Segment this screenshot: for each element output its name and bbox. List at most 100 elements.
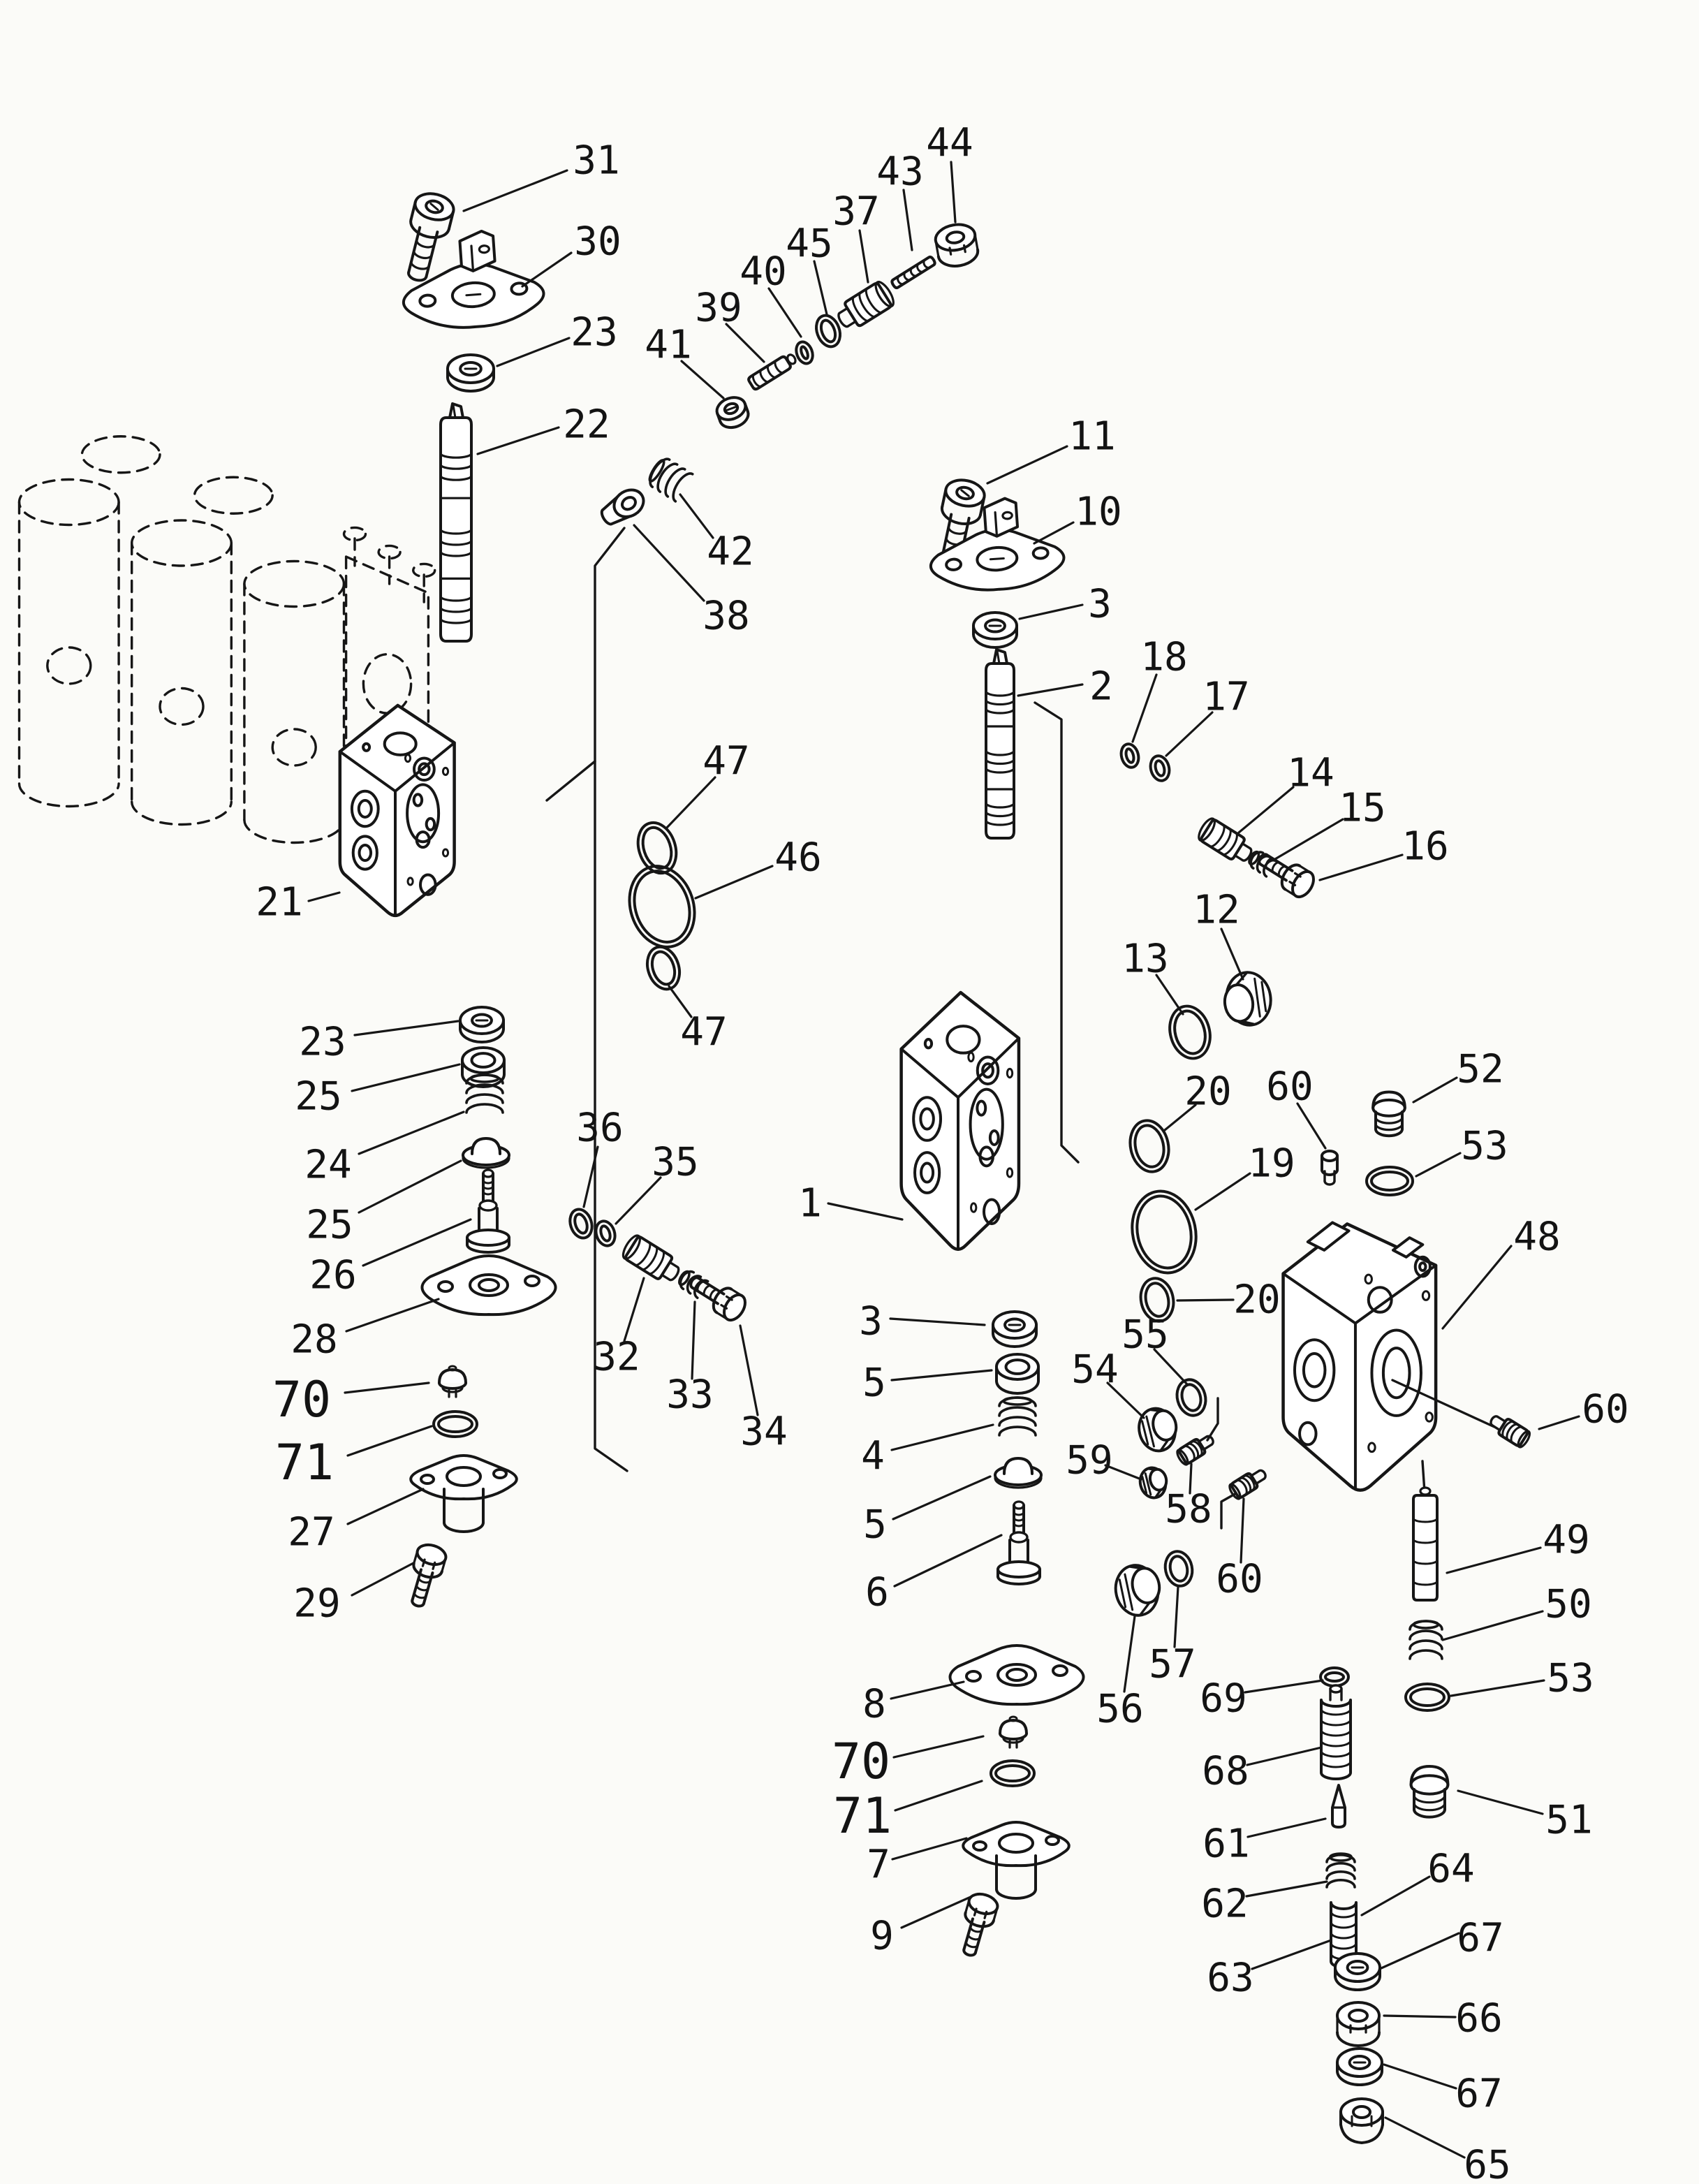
part-washer-23b <box>459 1006 505 1043</box>
leader-45-7 <box>813 260 828 316</box>
layer-callouts: 3130232244433745403941423847464721232524… <box>256 121 1628 2184</box>
callout-label-71: 71 <box>275 1434 334 1491</box>
leader-2-35 <box>1017 683 1084 697</box>
leader-8-80 <box>890 1680 965 1700</box>
part-plug-12 <box>1223 971 1272 1027</box>
part-plug-59 <box>1138 1466 1168 1500</box>
layer-parts <box>402 192 1531 2144</box>
callout-label-67: 67 <box>1457 1916 1503 1961</box>
part-spring-62 <box>1325 1852 1356 1889</box>
callout-label-56: 56 <box>1096 1687 1143 1732</box>
callout-label-67: 67 <box>1455 2072 1502 2117</box>
callout-label-15: 15 <box>1339 786 1385 831</box>
leader-61-65 <box>1246 1817 1327 1838</box>
callout-label-25: 25 <box>306 1203 353 1248</box>
leader-60-58 <box>1538 1415 1580 1430</box>
leader-32-29 <box>623 1277 645 1342</box>
leader-60-55 <box>1240 1497 1245 1564</box>
callout-label-33: 33 <box>666 1372 713 1418</box>
assembly-line-6 <box>1206 1397 1219 1442</box>
leader-50-60 <box>1441 1610 1544 1641</box>
layer-assembly-lines <box>545 527 1496 1530</box>
part-fitting-14 <box>1198 817 1253 862</box>
leader-57-56 <box>1173 1585 1179 1648</box>
callout-label-23: 23 <box>299 1020 346 1065</box>
leader-9-82 <box>900 1896 972 1929</box>
part-stud-43 <box>890 256 936 289</box>
callout-label-23: 23 <box>571 310 617 356</box>
callout-label-5: 5 <box>862 1361 886 1406</box>
part-bolt-9 <box>962 1892 999 1957</box>
leader-63-67 <box>1251 1939 1332 1970</box>
part-washer-67a <box>1334 1952 1381 1991</box>
callout-label-2: 2 <box>1089 664 1113 710</box>
leader-42-11 <box>679 493 714 539</box>
leader-36-27 <box>582 1145 599 1208</box>
part-bolt-16 <box>1258 853 1315 899</box>
part-oring-20b <box>1139 1277 1175 1323</box>
leader-26-21 <box>362 1218 472 1267</box>
callout-label-42: 42 <box>707 529 753 575</box>
callout-label-24: 24 <box>304 1143 351 1188</box>
part-washer-41 <box>715 396 750 430</box>
callout-label-53: 53 <box>1547 1656 1594 1701</box>
leader-35-28 <box>615 1176 662 1225</box>
callout-label-70: 70 <box>832 1733 890 1790</box>
callout-label-10: 10 <box>1075 490 1121 535</box>
leader-46-14 <box>694 865 774 900</box>
part-nut-44 <box>934 223 980 267</box>
leader-6-79 <box>893 1534 1003 1588</box>
leader-55-51 <box>1153 1348 1189 1386</box>
callout-label-41: 41 <box>645 323 691 368</box>
leader-65-72 <box>1384 2116 1466 2159</box>
part-flange-28 <box>420 1254 557 1317</box>
callout-label-5: 5 <box>863 1502 887 1548</box>
callout-label-14: 14 <box>1287 751 1334 796</box>
part-spring-4 <box>998 1396 1037 1437</box>
callout-label-36: 36 <box>576 1106 623 1151</box>
part-cup-5a <box>995 1353 1040 1395</box>
part-washer-23a <box>446 353 495 393</box>
leader-58-54 <box>1189 1463 1193 1495</box>
callout-label-60: 60 <box>1266 1064 1313 1110</box>
part-poppet-70a <box>438 1365 467 1398</box>
leader-66-70 <box>1383 2014 1457 2018</box>
callout-label-63: 63 <box>1207 1956 1253 2001</box>
leader-21-16 <box>307 891 341 902</box>
leader-53-61 <box>1450 1679 1545 1697</box>
leader-43-5 <box>902 189 913 251</box>
callout-label-49: 49 <box>1543 1518 1589 1563</box>
part-washer-3a <box>972 611 1018 649</box>
part-oring-47a <box>636 821 678 875</box>
leader-27-25 <box>346 1488 425 1525</box>
leader-18-36 <box>1131 673 1158 743</box>
part-oring-71a <box>432 1410 478 1438</box>
callout-label-55: 55 <box>1121 1312 1168 1358</box>
leader-64-68 <box>1360 1875 1431 1917</box>
leader-30-1 <box>521 251 573 288</box>
part-bracket-30 <box>402 229 545 329</box>
leader-60-47 <box>1296 1102 1327 1150</box>
callout-label-8: 8 <box>862 1682 886 1727</box>
callout-label-7: 7 <box>867 1842 890 1888</box>
leader-67-71 <box>1383 2063 1457 2090</box>
part-capnut-65 <box>1339 2097 1384 2144</box>
part-fitting-37 <box>837 281 895 328</box>
part-oring-71b <box>990 1759 1036 1787</box>
part-cap-5b <box>994 1457 1043 1489</box>
part-oring-18 <box>1119 742 1140 769</box>
leader-52-48 <box>1412 1076 1458 1104</box>
leader-23-2 <box>496 337 571 367</box>
part-spring-33 <box>678 1270 709 1300</box>
leader-62-66 <box>1245 1880 1328 1898</box>
part-spring-24 <box>465 1073 504 1114</box>
leader-4-77 <box>890 1423 994 1451</box>
leader-56-57 <box>1123 1615 1136 1693</box>
callout-label-16: 16 <box>1402 824 1448 870</box>
callout-label-51: 51 <box>1545 1798 1592 1843</box>
callout-label-40: 40 <box>740 249 786 295</box>
callout-label-71: 71 <box>833 1787 892 1845</box>
part-bolt-29 <box>411 1543 448 1608</box>
leader-3-34 <box>1018 603 1084 620</box>
